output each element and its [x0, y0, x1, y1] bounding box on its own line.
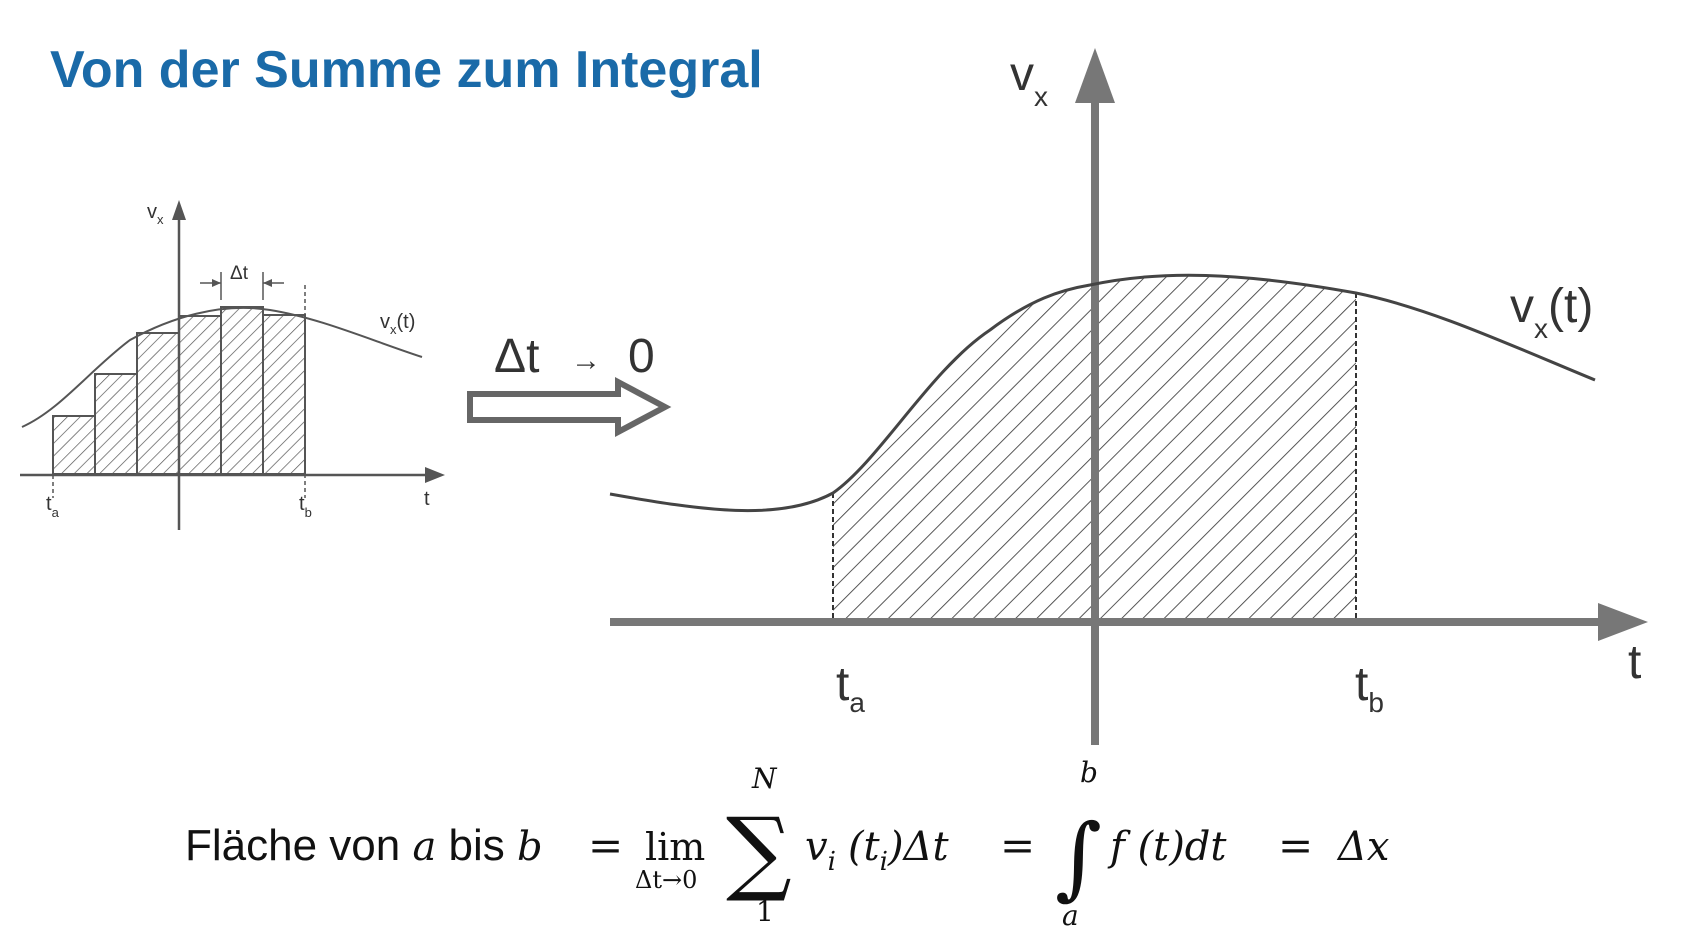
large-x-arrowhead: [1598, 603, 1648, 641]
small-x-arrowhead: [425, 467, 445, 483]
riemann-rect-1: [52, 415, 96, 475]
hollow-arrow-icon: [467, 377, 672, 437]
transition-delta-t: Δt: [494, 330, 539, 383]
small-y-arrowhead: [172, 200, 186, 220]
formula-sum-top: N: [751, 762, 778, 795]
formula-result: Δx: [1336, 824, 1389, 870]
formula-int-top: b: [1080, 756, 1098, 789]
formula-eq-1: =: [588, 821, 623, 870]
riemann-rect-6: [262, 314, 306, 475]
riemann-rect-5: [220, 306, 264, 475]
formula-lim: lim: [645, 825, 705, 869]
formula-eq-3: =: [1278, 821, 1313, 870]
large-y-arrowhead: [1075, 48, 1115, 103]
formula-sum-bottom: 1: [756, 895, 774, 928]
riemann-rect-2: [94, 373, 138, 475]
small-y-axis-label: vx: [147, 201, 164, 227]
large-vx-curve: [609, 273, 1596, 513]
small-curve-label: vx(t): [380, 311, 415, 337]
small-ta-label: ta: [46, 493, 60, 520]
integral-formula: Fläche von a bis b = lim Δt→0 ∑ N 1 vi(t…: [185, 756, 1389, 932]
large-tb-label: tb: [1355, 658, 1384, 718]
small-riemann-diagram: vx t Δt vx(t) ta tb: [20, 200, 445, 530]
limit-transition: Δt → 0: [467, 330, 672, 437]
page-title: Von der Summe zum Integral: [50, 41, 763, 99]
small-vx-curve: [21, 306, 423, 428]
delta-t-arrowhead-left: [212, 279, 221, 287]
large-x-axis-label: t: [1628, 636, 1641, 689]
large-y-axis-label: vx: [1010, 48, 1048, 112]
formula-integral-symbol: ∫: [1055, 805, 1102, 910]
formula-sum-term: vi(ti)Δt: [805, 824, 949, 877]
large-curve-label: vx(t): [1510, 280, 1593, 344]
formula-main-line: Fläche von a bis b: [185, 821, 543, 870]
riemann-rect-3: [136, 332, 180, 475]
riemann-rectangles: [52, 306, 306, 475]
formula-lim-sub: Δt→0: [635, 866, 697, 894]
riemann-rect-4: [178, 315, 222, 475]
small-x-axis-label: t: [424, 488, 430, 510]
delta-t-arrowhead-right: [263, 279, 272, 287]
large-ta-label: ta: [836, 658, 865, 718]
transition-arrow-symbol: →: [571, 344, 601, 377]
large-integral-diagram: vx t vx(t) ta tb: [609, 48, 1648, 745]
small-tb-label: tb: [299, 493, 312, 520]
formula-eq-2: =: [1000, 821, 1035, 870]
transition-zero: 0: [628, 330, 655, 383]
delta-t-label: Δt: [230, 263, 249, 284]
formula-sum-symbol: ∑: [726, 798, 792, 905]
formula-integrand: f (t)dt: [1107, 824, 1227, 870]
formula-int-bottom: a: [1062, 899, 1079, 932]
